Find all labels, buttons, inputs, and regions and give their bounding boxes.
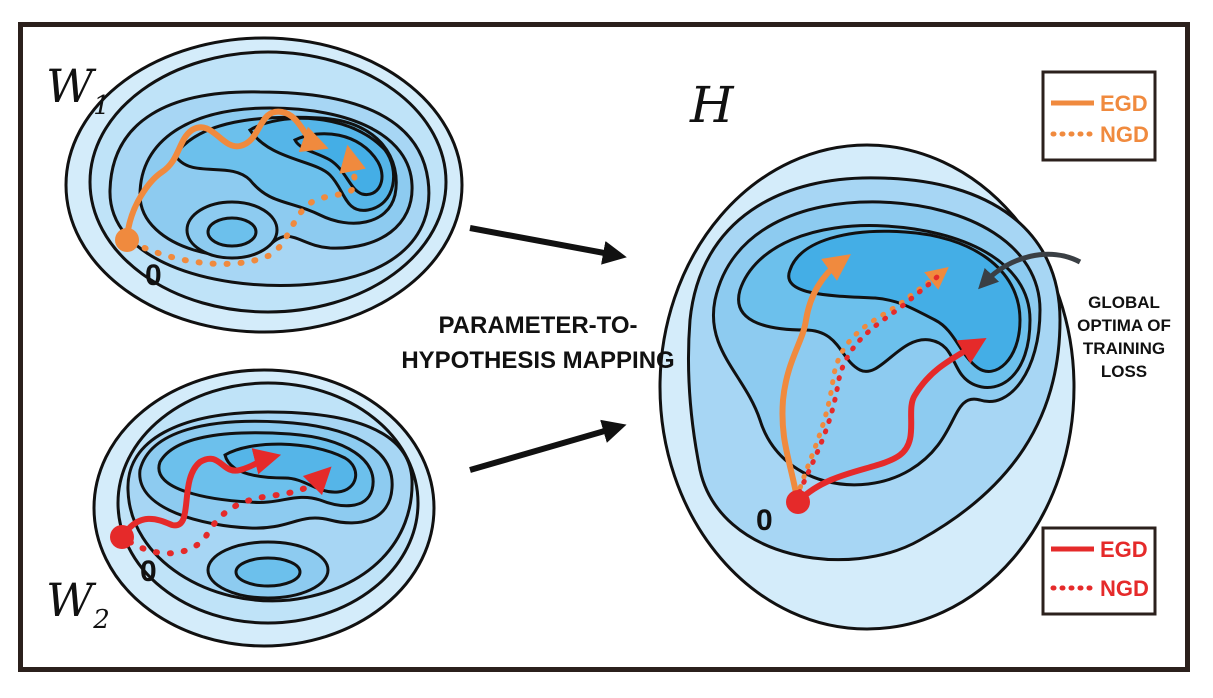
h-red-egd-path — [797, 338, 987, 503]
space-w2-label: W2 — [46, 573, 110, 635]
global-optima-label-3: TRAINING — [1083, 339, 1165, 358]
h-trajectories — [779, 254, 987, 514]
w1-origin-label: 0 — [145, 259, 162, 292]
space-h-label: H — [689, 76, 735, 134]
h-origin-label: 0 — [756, 504, 773, 537]
legend-orange — [1041, 70, 1157, 162]
mapping-label-line1: PARAMETER-TO- — [438, 312, 637, 339]
legend-red-ngd-label: NGD — [1100, 576, 1149, 601]
space-w1-label: W1 — [46, 59, 110, 121]
global-optima-label-4: LOSS — [1101, 362, 1147, 381]
legend-red-egd-label: EGD — [1100, 537, 1148, 562]
global-optima-pointer-arrow — [978, 251, 1082, 290]
w1-egd-path — [124, 108, 329, 241]
w1-trajectories — [115, 108, 366, 267]
w2-ngd-path — [127, 466, 332, 557]
legend-red — [1041, 526, 1157, 616]
global-optima-label-2: OPTIMA OF — [1077, 316, 1171, 335]
w1-origin-marker — [115, 228, 139, 252]
global-optima-label-1: GLOBAL — [1088, 293, 1160, 312]
w1-ngd-path — [129, 144, 366, 267]
h-red-ngd-path — [794, 273, 941, 501]
legend-orange-egd-label: EGD — [1100, 91, 1148, 116]
w2-origin-label: 0 — [140, 555, 157, 588]
w2-trajectories — [110, 448, 332, 557]
w2-loss-landscape — [92, 368, 436, 648]
h-loss-landscape — [658, 143, 1076, 631]
mapping-label-line2: HYPOTHESIS MAPPING — [401, 347, 674, 374]
h-origin-marker — [786, 490, 810, 514]
mapping-arrow-top — [469, 225, 627, 265]
w2-origin-marker — [110, 525, 134, 549]
legend-orange-ngd-label: NGD — [1100, 122, 1149, 147]
mapping-arrow-bottom — [469, 419, 627, 473]
w2-egd-path — [120, 448, 282, 539]
h-orange-egd-path — [779, 254, 851, 501]
w1-loss-landscape — [64, 36, 464, 334]
